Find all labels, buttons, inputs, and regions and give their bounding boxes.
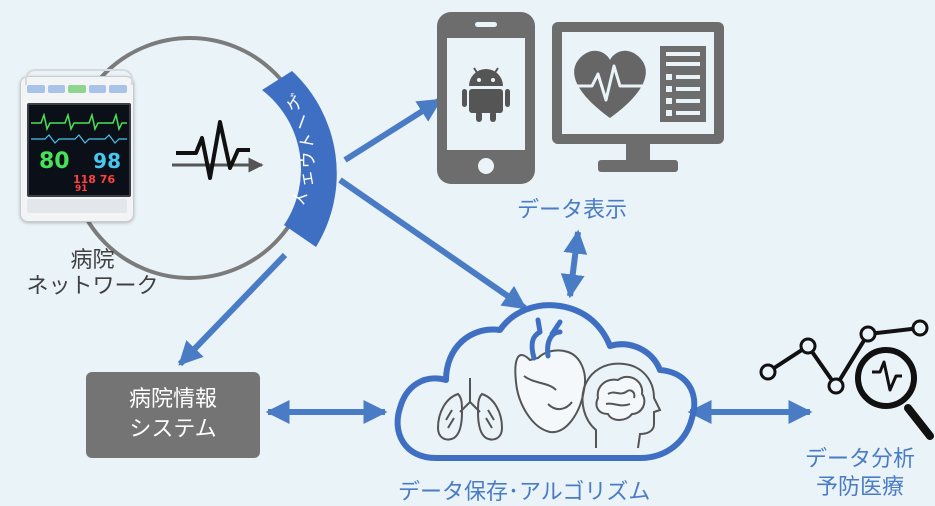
analytics-line-1: データ分析 (804, 447, 915, 472)
monitor-nibp-value: 118 76 (73, 173, 116, 186)
hospital-network-line-2: ネットワーク (26, 274, 159, 300)
arrow-gateway-to-cloud (338, 177, 527, 311)
heart-icon (514, 317, 586, 434)
patient-monitor-icon: 80 98 118 76 91 (20, 69, 134, 222)
svg-text:ウ: ウ (299, 152, 319, 169)
data-display-label: データ表示 (517, 198, 628, 223)
magnifier-icon (855, 347, 934, 440)
arrow-gateway-to-his (177, 252, 288, 367)
brain-icon (581, 362, 662, 449)
monitor-screen: 80 98 118 76 91 (27, 103, 131, 197)
analytics-chart-icon (759, 319, 929, 395)
monitor-buttons (27, 85, 127, 97)
monitor-spo2-value: 98 (93, 149, 121, 173)
hospital-information-system-box: 病院情報 システム (86, 372, 260, 458)
analytics-label: データ分析 予防医療 (790, 446, 930, 501)
lungs-icon (436, 378, 504, 441)
android-phone-icon (437, 12, 535, 184)
cloud-icon (394, 302, 698, 461)
hospital-network-line-1: 病院 (70, 248, 115, 273)
data-storage-label: データ保存･アルゴリズム (398, 480, 651, 505)
monitor-handle (25, 69, 133, 85)
svg-text:ト: ト (297, 131, 320, 151)
his-line-1: 病院情報 (128, 387, 217, 413)
hospital-network-label: 病院 ネットワーク (10, 248, 175, 301)
heart-monitor-display-icon (552, 22, 724, 172)
arrow-gateway-to-devices (343, 97, 443, 163)
gateway-band (262, 71, 337, 247)
arrow-display-cloud (560, 229, 588, 299)
analytics-line-2: 予防医療 (815, 474, 904, 500)
his-line-2: システム (129, 417, 217, 442)
monitor-waveform-icon (31, 113, 127, 144)
svg-text:ェ: ェ (296, 169, 319, 189)
monitor-nibp-mean-value: 91 (75, 184, 88, 194)
svg-text:ー: ー (291, 111, 316, 134)
monitor-footer (27, 199, 127, 213)
svg-text:イ: イ (290, 186, 315, 209)
ecg-waveform-icon (172, 120, 264, 180)
monitor-hr-value: 80 (39, 149, 70, 174)
